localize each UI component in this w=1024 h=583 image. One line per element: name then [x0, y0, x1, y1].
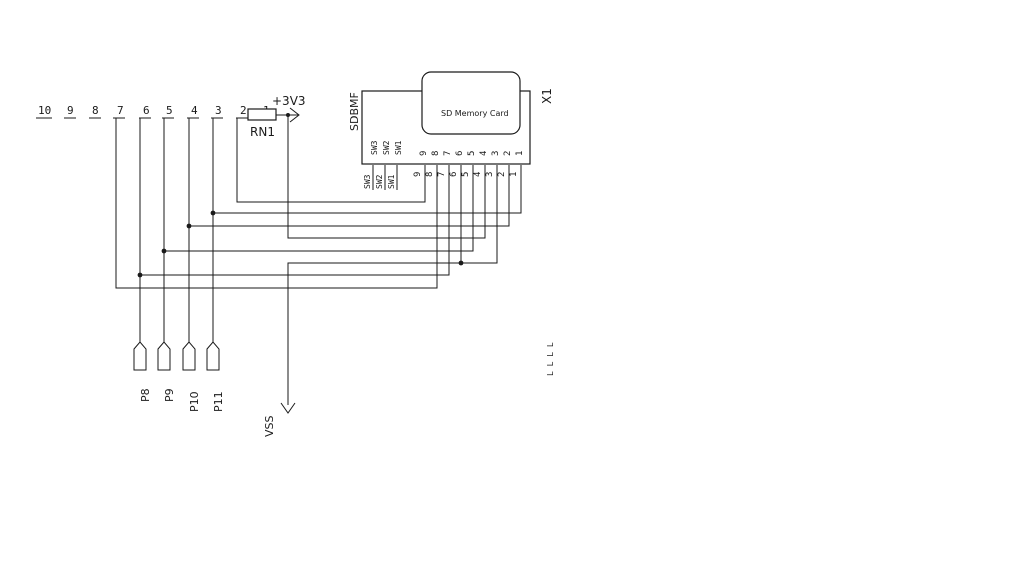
probe-p9-icon	[157, 341, 171, 371]
wire-rn1-4-x1-2	[188, 118, 510, 227]
svg-text:6: 6	[449, 172, 459, 177]
svg-text:6: 6	[455, 151, 465, 156]
rn1-pin-9: 9	[67, 104, 74, 117]
probe-p11-icon	[206, 341, 220, 371]
svg-text:8: 8	[425, 172, 435, 177]
rn1-pin-7: 7	[117, 104, 124, 117]
rn1-pin-6: 6	[143, 104, 150, 117]
svg-text:5: 5	[461, 172, 471, 177]
ground-arrow-icon	[280, 402, 296, 414]
svg-text:5: 5	[467, 151, 477, 156]
svg-text:7: 7	[437, 172, 447, 177]
probe-p11-label: P11	[212, 391, 225, 412]
svg-text:4: 4	[479, 151, 489, 156]
junction-dots	[137, 210, 464, 278]
rn1-pin-8: 8	[92, 104, 99, 117]
svg-text:4: 4	[473, 172, 483, 177]
switch-labels-inner: SW3 SW2 SW1	[370, 140, 403, 155]
probe-p9-label: P9	[163, 388, 176, 402]
rn1-pin-5: 5	[166, 104, 173, 117]
probe-labels: P8 P9 P10 P11	[139, 388, 225, 412]
svg-text:1: 1	[509, 172, 519, 177]
svg-text:3: 3	[485, 172, 495, 177]
connector-pin-labels-inner: 9 8 7 6 5 4 3 2 1	[419, 151, 525, 156]
svg-text:SW3: SW3	[363, 174, 372, 189]
supply-label: +3V3	[272, 94, 306, 108]
rn1-pin-4: 4	[191, 104, 198, 117]
svg-text:8: 8	[431, 151, 441, 156]
svg-text:SW1: SW1	[387, 174, 396, 189]
wire-rn1-3-x1-1	[212, 118, 522, 214]
wire-rn1-2-x1-9	[236, 118, 426, 203]
rn1-pin-10: 10	[38, 104, 51, 117]
probe-p8-icon	[133, 341, 147, 371]
probe-p10-label: P10	[188, 391, 201, 412]
x1-ref-label: X1	[540, 88, 554, 104]
side-marks: L L L L	[546, 342, 555, 376]
rn1-ref-label: RN1	[250, 125, 275, 139]
x1-package-label: SDBMF	[348, 92, 361, 131]
wire-3v3-x1-4	[287, 115, 486, 239]
sd-card-outline	[421, 71, 521, 135]
connector-pin-labels-outer: 9 8 7 6 5 4 3 2 1	[413, 172, 519, 177]
svg-text:9: 9	[419, 151, 429, 156]
svg-text:9: 9	[413, 172, 423, 177]
probe-p10-icon	[182, 341, 196, 371]
svg-text:7: 7	[443, 151, 453, 156]
wire-rn1-6-x1-7	[139, 118, 450, 276]
sd-card-label: SD Memory Card	[441, 109, 509, 118]
svg-text:2: 2	[497, 172, 507, 177]
svg-text:3: 3	[491, 151, 501, 156]
resistor-pin-labels: 10 9 8 7 6 5 4 3 2 1	[38, 104, 270, 117]
svg-text:SW2: SW2	[382, 140, 391, 155]
probe-p8-label: P8	[139, 388, 152, 402]
switch-labels-outer: SW3 SW2 SW1	[363, 174, 396, 189]
wire-rn1-7-x1-8	[115, 118, 438, 289]
wiring-net	[115, 115, 522, 405]
wire-rn1-5-x1-5	[163, 118, 474, 252]
svg-text:SW3: SW3	[370, 140, 379, 155]
wire-x1-3-vss	[287, 165, 498, 405]
rn1-resistor-body	[247, 108, 277, 121]
svg-text:SW2: SW2	[375, 174, 384, 189]
probe-symbols	[133, 341, 220, 371]
svg-text:SW1: SW1	[394, 140, 403, 155]
ground-label: VSS	[263, 415, 276, 437]
svg-text:2: 2	[503, 151, 513, 156]
svg-text:1: 1	[515, 151, 525, 156]
rn1-pin-2: 2	[240, 104, 247, 117]
rn1-pin-3: 3	[215, 104, 222, 117]
